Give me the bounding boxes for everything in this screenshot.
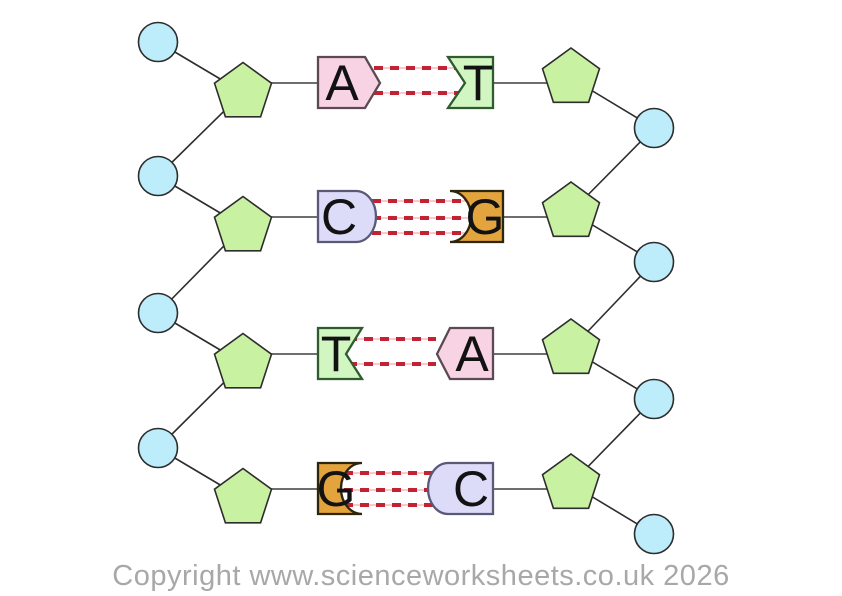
phosphate-circle <box>137 427 179 469</box>
sugar-pentagon <box>213 61 273 118</box>
phosphate-circle <box>633 378 675 420</box>
base-letter-t: T <box>321 326 352 382</box>
sugar-pentagon <box>541 318 601 375</box>
sugar-pentagon <box>541 181 601 238</box>
base-letter-g: G <box>466 189 505 245</box>
phosphate-circle <box>137 292 179 334</box>
base-tile-a-right <box>435 326 495 381</box>
sugar-pentagon <box>541 453 601 510</box>
base-letter-a: A <box>325 55 359 111</box>
sugar-pentagon <box>213 467 273 524</box>
base-tile-t-left <box>316 326 365 381</box>
base-tile-t-right <box>445 55 495 110</box>
base-letter-c: C <box>321 189 357 245</box>
phosphate-circle <box>137 21 179 63</box>
phosphate-circle <box>633 513 675 555</box>
copyright-text: Copyright www.scienceworksheets.co.uk 20… <box>112 560 730 592</box>
base-tile-c-left <box>316 189 378 244</box>
phosphate-circle <box>633 241 675 283</box>
sugar-pentagon <box>213 195 273 252</box>
sugar-pentagon <box>541 47 601 104</box>
base-tile-c-right <box>426 461 495 516</box>
base-letter-c: C <box>453 461 489 517</box>
base-letter-g: G <box>317 461 356 517</box>
phosphate-circle <box>137 155 179 197</box>
sugar-pentagon <box>213 332 273 389</box>
phosphate-circle <box>633 107 675 149</box>
base-letter-a: A <box>455 326 489 382</box>
base-tile-g-left <box>316 461 363 516</box>
base-letter-t: T <box>463 55 494 111</box>
base-tile-g-right <box>449 189 505 244</box>
base-tile-a-left <box>316 55 382 110</box>
